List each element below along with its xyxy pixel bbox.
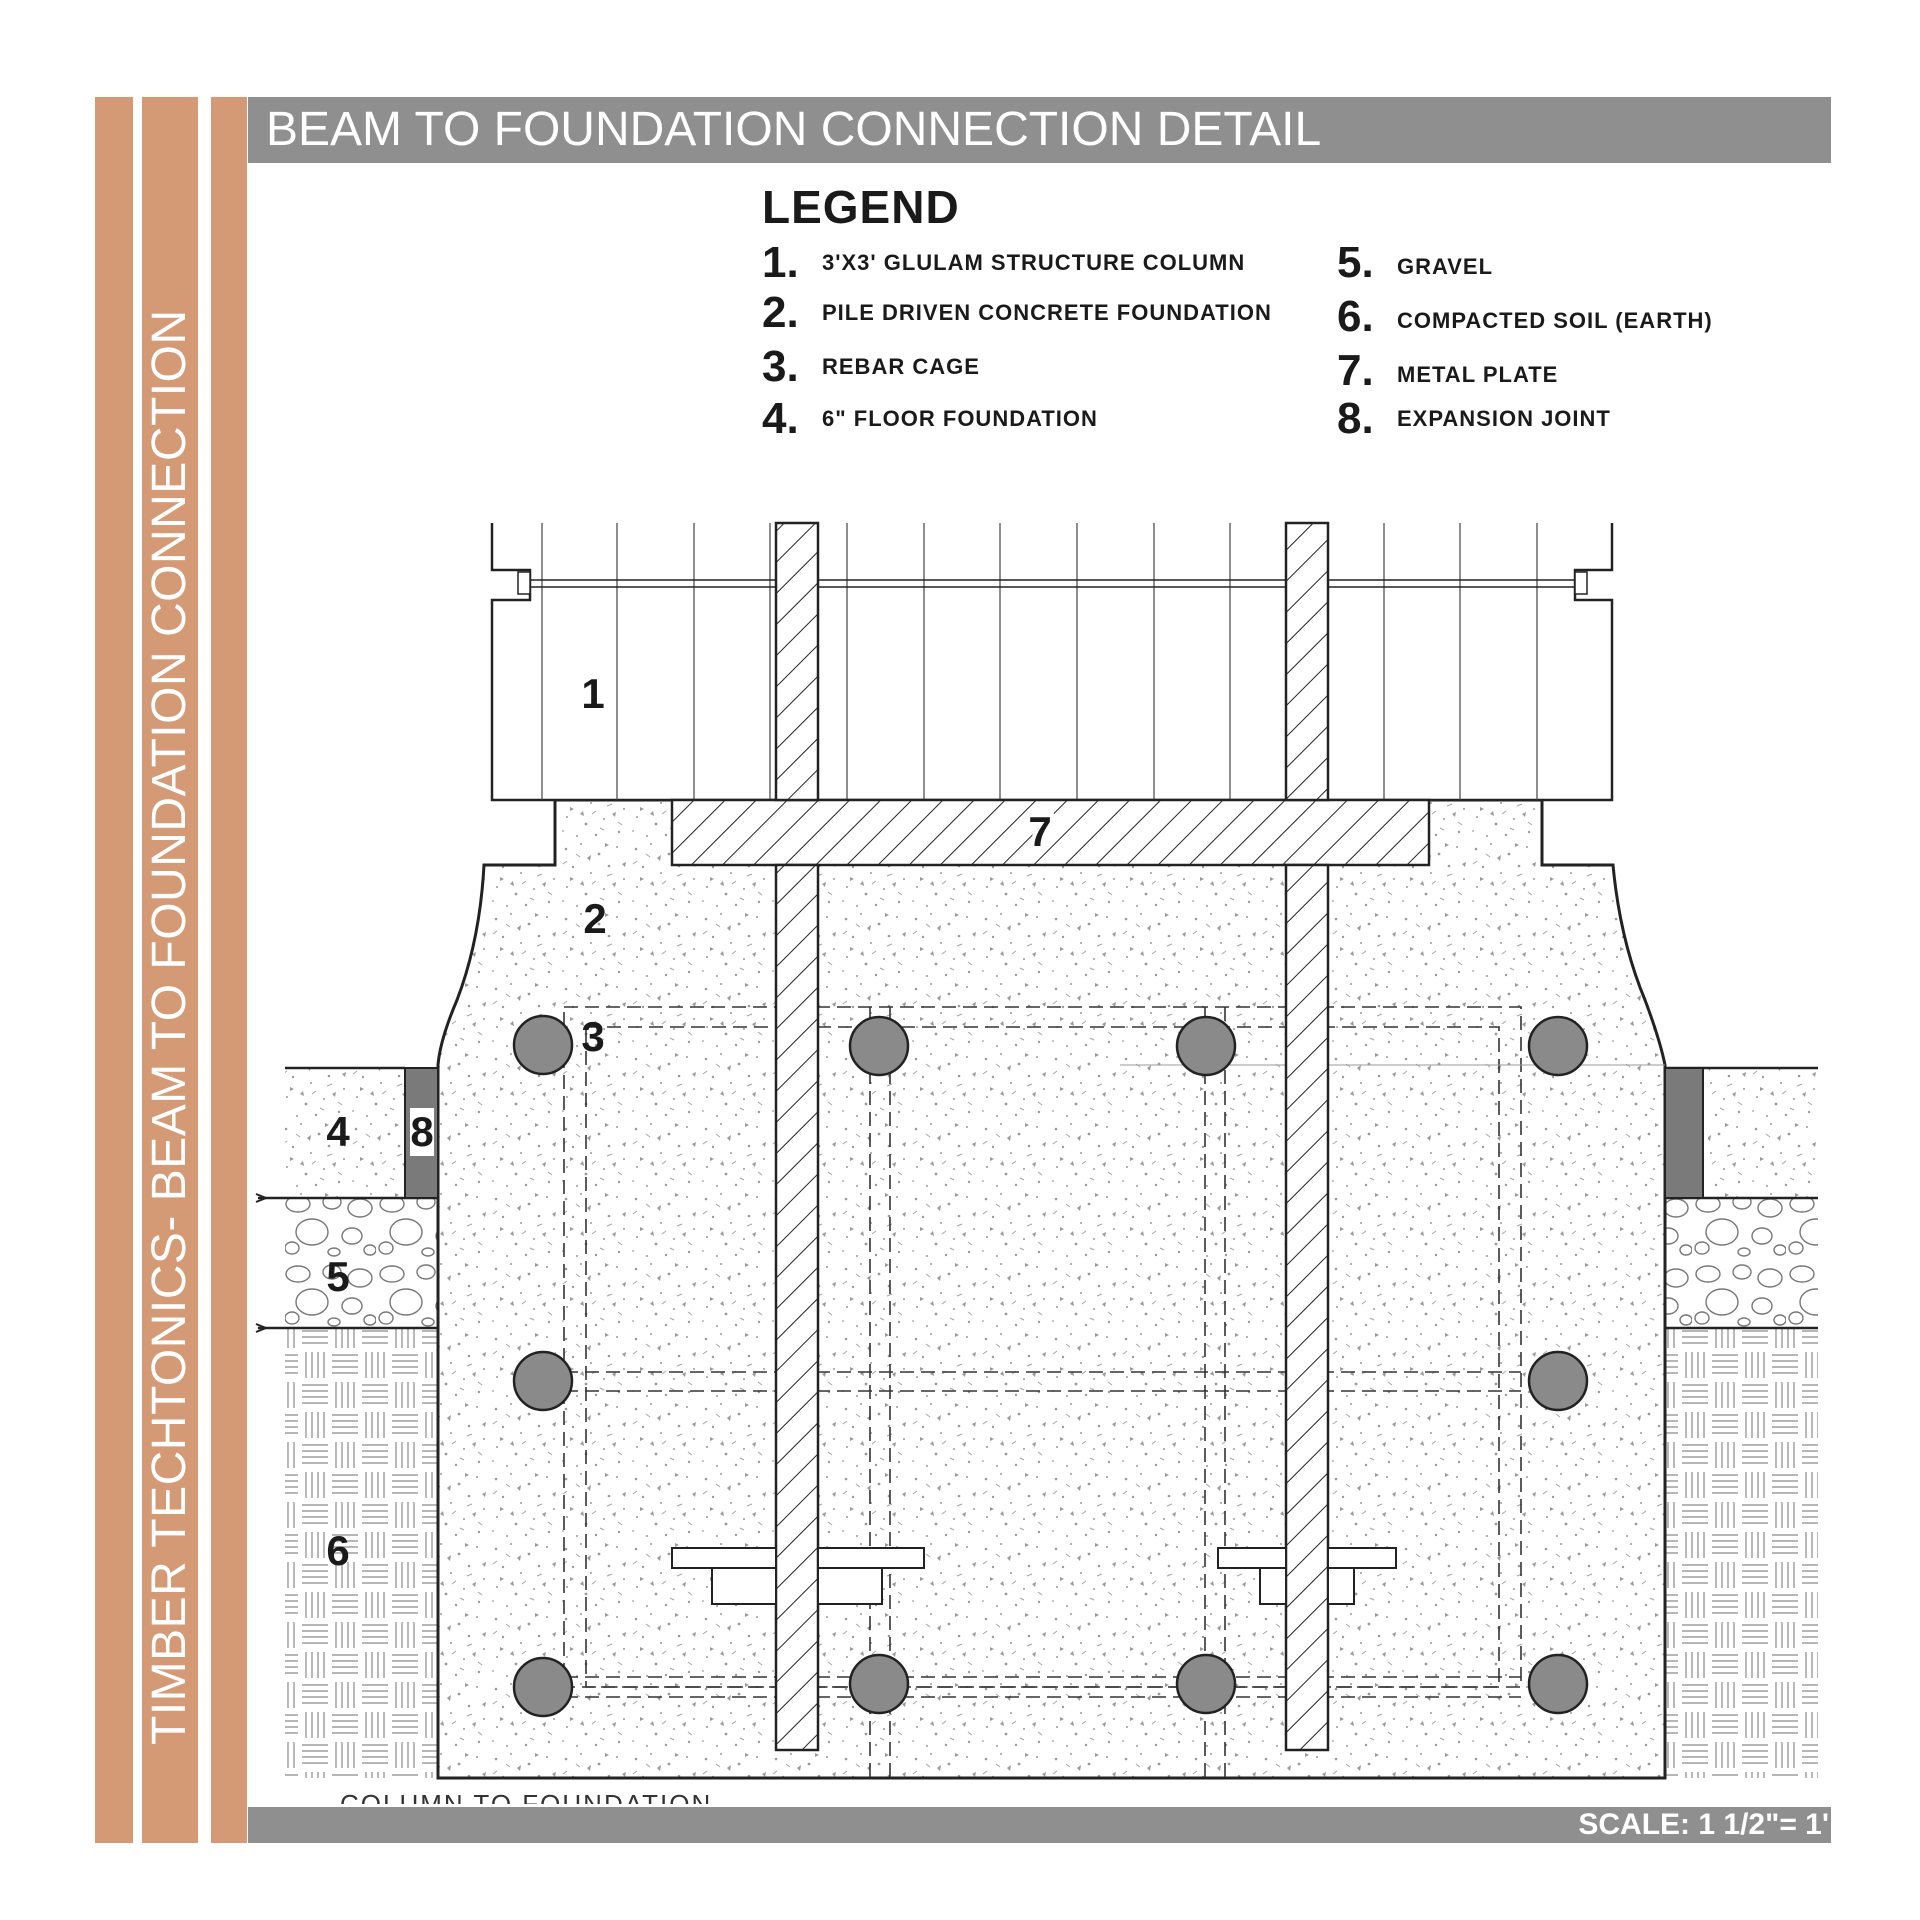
legend-item-label: 6" FLOOR FOUNDATION <box>822 406 1098 431</box>
expansion-joint-right <box>1664 1067 1704 1199</box>
scale-label: SCALE: 1 1/2"= 1' <box>1578 1808 1829 1841</box>
rebar-section <box>1527 1015 1589 1077</box>
rebar-section <box>512 1014 574 1076</box>
anchor-washer <box>1259 1567 1287 1605</box>
rebar-section <box>512 1656 574 1718</box>
callout-8: 8 <box>410 1108 433 1155</box>
rebar-section <box>1175 1653 1237 1715</box>
legend-item-number: 1. <box>762 238 799 287</box>
anchor-washer <box>711 1567 777 1605</box>
rebar-section <box>1527 1350 1589 1412</box>
metal-plate <box>670 798 1431 867</box>
anchor-bolt-left-lower <box>774 863 820 1752</box>
callout-5: 5 <box>326 1253 349 1300</box>
page-title: BEAM TO FOUNDATION CONNECTION DETAIL <box>266 103 1322 156</box>
legend-item-label: PILE DRIVEN CONCRETE FOUNDATION <box>822 300 1272 325</box>
anchor-plate <box>817 1547 925 1569</box>
rebar-cage-outline <box>585 1026 1500 1688</box>
concrete-foundation <box>436 798 1667 1780</box>
footer-bar: SCALE: 1 1/2"= 1' <box>248 1807 1831 1843</box>
compacted-soil-right <box>1665 1328 1818 1778</box>
legend-item-label: REBAR CAGE <box>822 354 980 379</box>
gravel-layer-right <box>1665 1198 1818 1328</box>
legend-item-label: 3'X3' GLULAM STRUCTURE COLUMN <box>822 250 1246 275</box>
callout-6: 6 <box>326 1527 349 1574</box>
anchor-plate <box>1217 1547 1287 1569</box>
title-bar: BEAM TO FOUNDATION CONNECTION DETAIL <box>248 97 1831 163</box>
legend-item-label: GRAVEL <box>1397 254 1494 279</box>
anchor-plate <box>671 1547 777 1569</box>
compacted-soil-left <box>285 1328 438 1778</box>
legend-item-label: COMPACTED SOIL (EARTH) <box>1397 308 1713 333</box>
legend-item-number: 4. <box>762 394 799 443</box>
anchor-bolt-left-upper <box>774 521 820 802</box>
rebar-section <box>512 1350 574 1412</box>
callout-1: 1 <box>581 670 604 717</box>
callout-4: 4 <box>326 1108 350 1155</box>
legend-item-number: 5. <box>1337 238 1374 287</box>
gravel-layer-left <box>285 1198 438 1328</box>
level-marker <box>255 1323 269 1333</box>
drawing-caption: COLUMN TO FOUNDATION <box>340 1789 713 1804</box>
legend-item-number: 7. <box>1337 346 1374 395</box>
rod-nut-right <box>1574 571 1588 595</box>
expansion-joint-label-bg <box>410 1108 434 1156</box>
legend-item-number: 6. <box>1337 292 1374 341</box>
accent-stripe-middle <box>142 97 198 1843</box>
callout-3: 3 <box>581 1013 604 1060</box>
anchor-washer <box>1327 1567 1355 1605</box>
rebar-section <box>1175 1015 1237 1077</box>
anchor-plate <box>1327 1547 1397 1569</box>
legend-item-label: METAL PLATE <box>1397 362 1559 387</box>
callout-7: 7 <box>1028 808 1051 855</box>
callout-2: 2 <box>583 895 606 942</box>
legend-item-number: 8. <box>1337 394 1374 443</box>
floor-foundation-left <box>285 1068 405 1198</box>
rod-nut-left <box>517 571 531 595</box>
level-marker <box>255 1193 269 1203</box>
accent-stripe-right <box>211 97 247 1843</box>
anchor-bolt-right-lower <box>1284 863 1330 1752</box>
accent-stripe-left <box>95 97 133 1843</box>
legend-item-number: 3. <box>762 342 799 391</box>
rebar-section <box>848 1653 910 1715</box>
glulam-column <box>490 523 1614 802</box>
anchor-washer <box>817 1567 883 1605</box>
legend-item-label: EXPANSION JOINT <box>1397 406 1611 431</box>
floor-foundation-right <box>1708 1068 1818 1198</box>
legend-item-number: 2. <box>762 288 799 337</box>
legend-title: LEGEND <box>762 181 960 233</box>
rebar-section <box>848 1015 910 1077</box>
rebar-section <box>1527 1653 1589 1715</box>
anchor-bolt-right-upper <box>1284 521 1330 802</box>
